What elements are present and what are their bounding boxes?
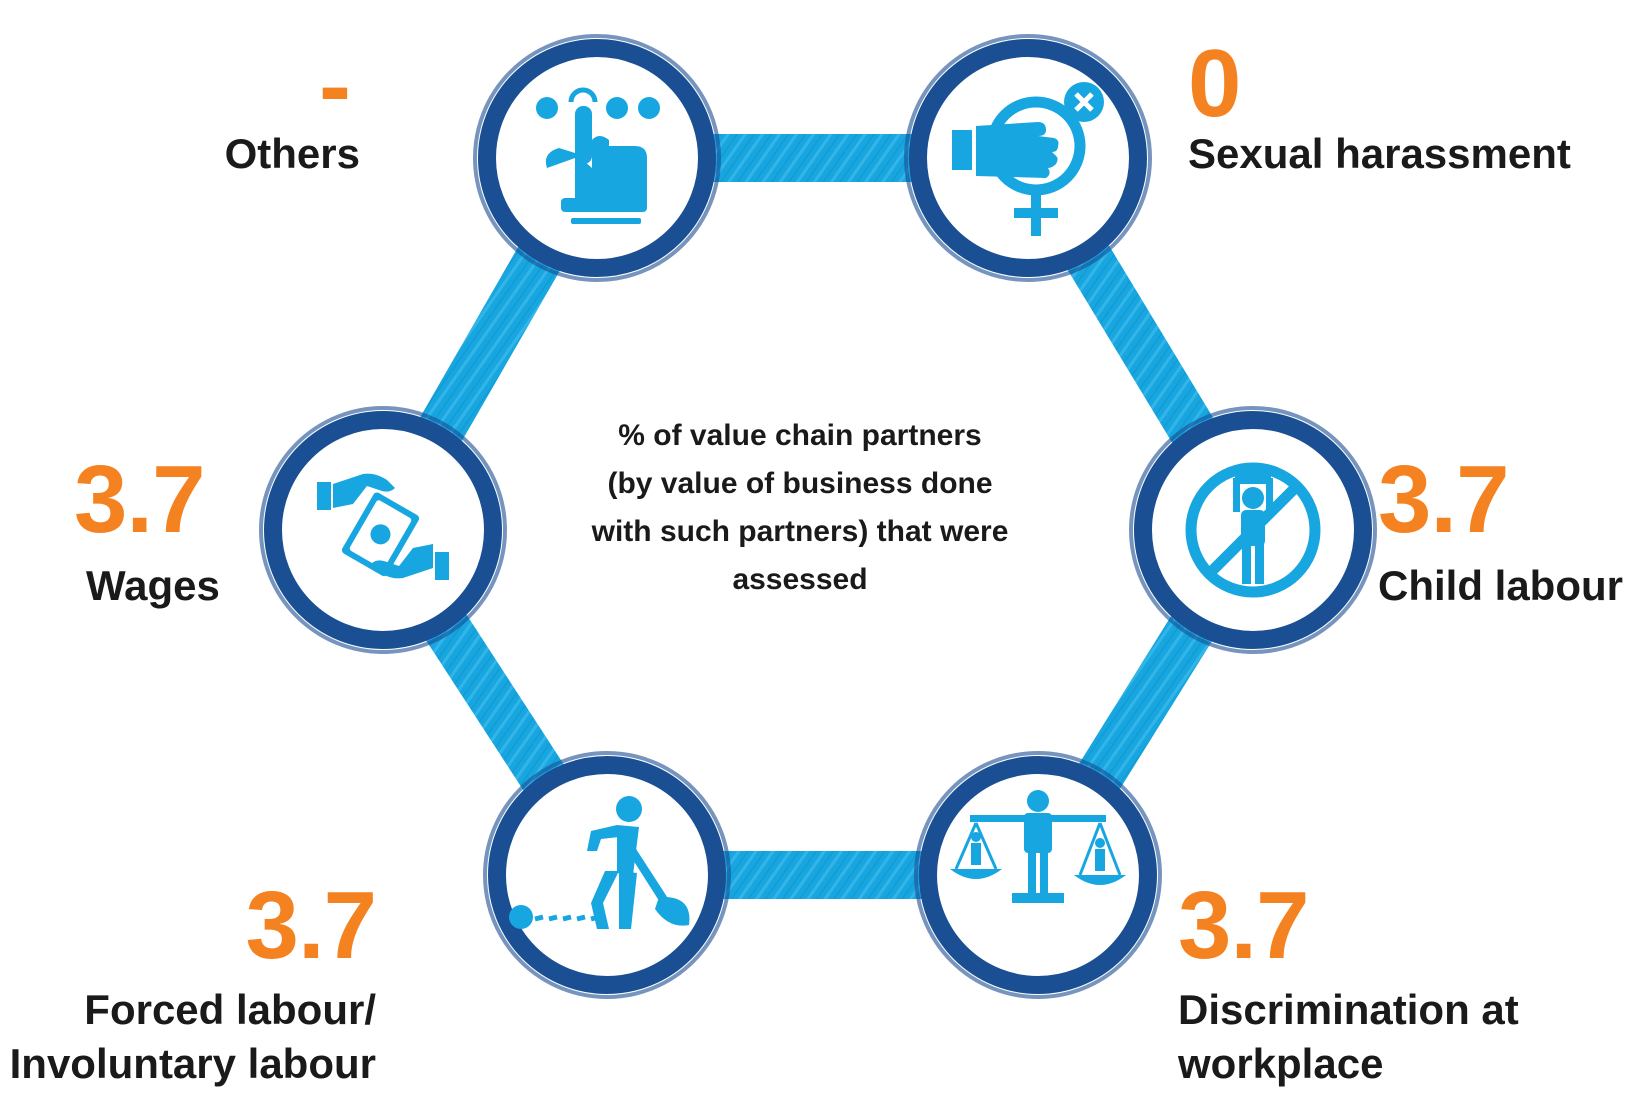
wages-value: 3.7 <box>74 446 205 553</box>
forced-labour-label-line2: Involuntary labour <box>9 1040 376 1087</box>
node-child-labour <box>1129 406 1377 654</box>
center-caption-line-3: with such partners) that were <box>591 515 1009 548</box>
center-caption-line-4: assessed <box>732 563 868 596</box>
others-label: Others <box>224 130 360 177</box>
discrimination-value: 3.7 <box>1178 872 1309 979</box>
node-discrimination <box>914 751 1162 999</box>
child-labour-label: Child labour <box>1378 562 1623 609</box>
touch-hand-icon <box>536 87 660 224</box>
no-child-labour-icon <box>1185 462 1321 598</box>
center-caption-line-2: (by value of business done <box>607 467 993 500</box>
child-labour-value: 3.7 <box>1378 446 1509 553</box>
money-exchange-hands-icon <box>317 473 449 580</box>
node-wages <box>259 406 507 654</box>
forced-labour-label-line1: Forced labour/ <box>84 986 376 1033</box>
chained-worker-shovel-icon <box>509 796 690 929</box>
forced-labour-value: 3.7 <box>245 872 377 979</box>
center-caption-line-1: % of value chain partners <box>618 419 982 452</box>
no-harassment-hand-female-icon <box>952 82 1104 236</box>
center-caption: % of value chain partners (by value of b… <box>520 412 1080 604</box>
node-forced-labour <box>483 751 731 999</box>
node-others <box>473 34 721 282</box>
discrimination-label-line1: Discrimination at <box>1178 986 1519 1033</box>
sexual-harassment-value: 0 <box>1188 30 1241 137</box>
wages-label: Wages <box>86 562 220 609</box>
node-sexual-harassment <box>904 34 1152 282</box>
equality-scales-icon <box>950 790 1126 903</box>
discrimination-label-line2: workplace <box>1178 1040 1384 1087</box>
sexual-harassment-label: Sexual harassment <box>1188 130 1571 177</box>
others-value: - <box>319 32 351 139</box>
